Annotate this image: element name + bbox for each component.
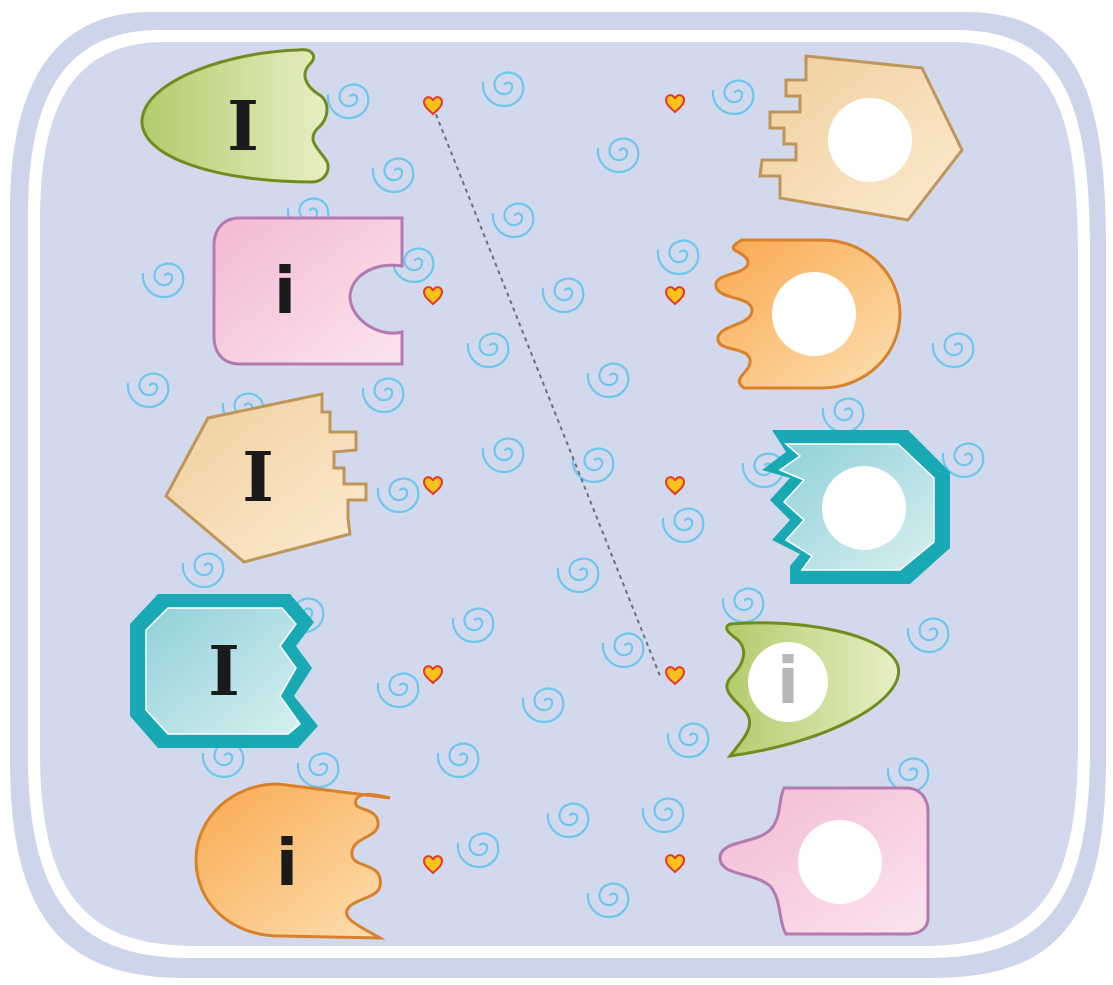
right-piece-2-socket	[772, 272, 856, 356]
left-piece-5-letter: i	[276, 827, 298, 901]
left-piece-3-shape	[164, 392, 368, 564]
left-piece-3[interactable]: I	[164, 392, 368, 564]
right-piece-4-socket	[748, 642, 828, 722]
right-piece-4-letter: i	[777, 645, 799, 719]
left-piece-5-shape	[194, 782, 391, 940]
left-piece-4[interactable]: I	[130, 594, 318, 748]
left-piece-1[interactable]: I	[140, 48, 330, 184]
right-piece-1[interactable]	[758, 54, 964, 222]
left-piece-1-letter: I	[227, 87, 259, 167]
left-piece-4-inner	[145, 607, 302, 735]
left-piece-3-letter: I	[242, 438, 274, 518]
right-piece-5[interactable]	[718, 786, 930, 936]
left-piece-1-shape	[140, 48, 330, 184]
left-piece-5[interactable]: i	[194, 782, 391, 940]
left-piece-4-letter: I	[208, 632, 240, 712]
right-piece-3[interactable]	[762, 430, 950, 584]
right-piece-5-socket	[798, 820, 882, 904]
right-piece-3-socket	[822, 466, 906, 550]
left-piece-2-shape	[212, 216, 404, 366]
left-piece-2[interactable]: i	[212, 216, 404, 366]
right-piece-1-socket	[828, 98, 912, 182]
match-connector-line	[432, 106, 661, 677]
right-piece-2[interactable]	[714, 238, 902, 390]
right-piece-4[interactable]: i	[725, 621, 900, 758]
left-piece-2-letter: i	[274, 255, 296, 329]
